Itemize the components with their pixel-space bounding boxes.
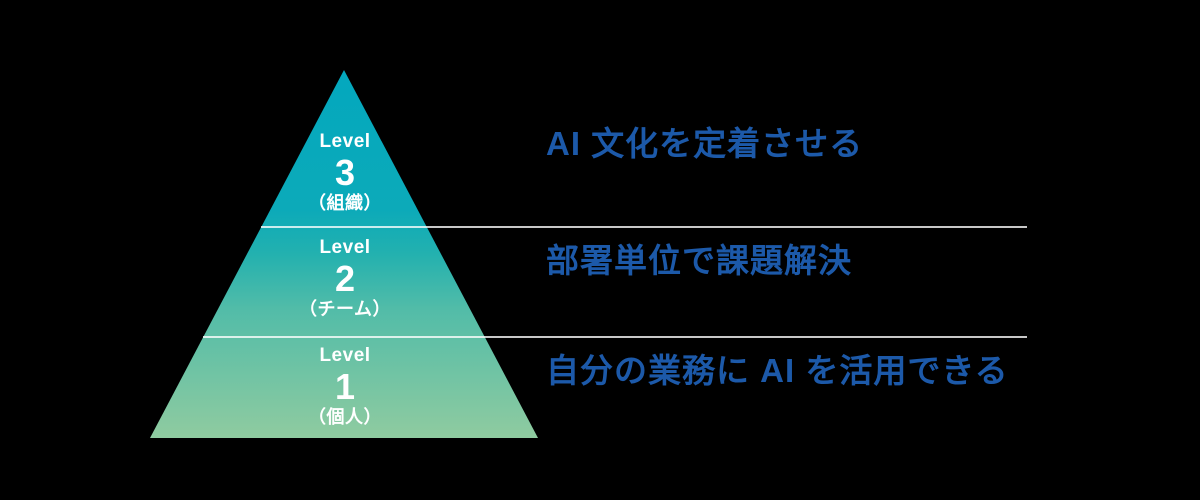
divider-level3-level2 (261, 226, 1027, 228)
level-2-word: Level (319, 237, 371, 258)
level-3-number: 3 (334, 151, 356, 193)
level-3-scope: （組織） (308, 192, 382, 213)
level-1-scope: （個人） (308, 406, 382, 427)
level-3-description: AI 文化を定着させる (546, 125, 864, 162)
pyramid-level-1-label: Level 1 （個人） (245, 345, 445, 428)
level-2-scope: （チーム） (299, 298, 391, 319)
pyramid-level-2-label: Level 2 （チーム） (245, 237, 445, 320)
level-1-description: 自分の業務に AI を活用できる (546, 352, 1009, 389)
level-2-number: 2 (334, 257, 356, 299)
level-1-word: Level (319, 345, 371, 366)
level-2-description: 部署単位で課題解決 (546, 242, 852, 279)
divider-level2-level1 (203, 336, 1027, 338)
level-3-word: Level (319, 131, 371, 152)
pyramid-level-3-label: Level 3 （組織） (245, 131, 445, 214)
level-1-number: 1 (334, 365, 356, 407)
